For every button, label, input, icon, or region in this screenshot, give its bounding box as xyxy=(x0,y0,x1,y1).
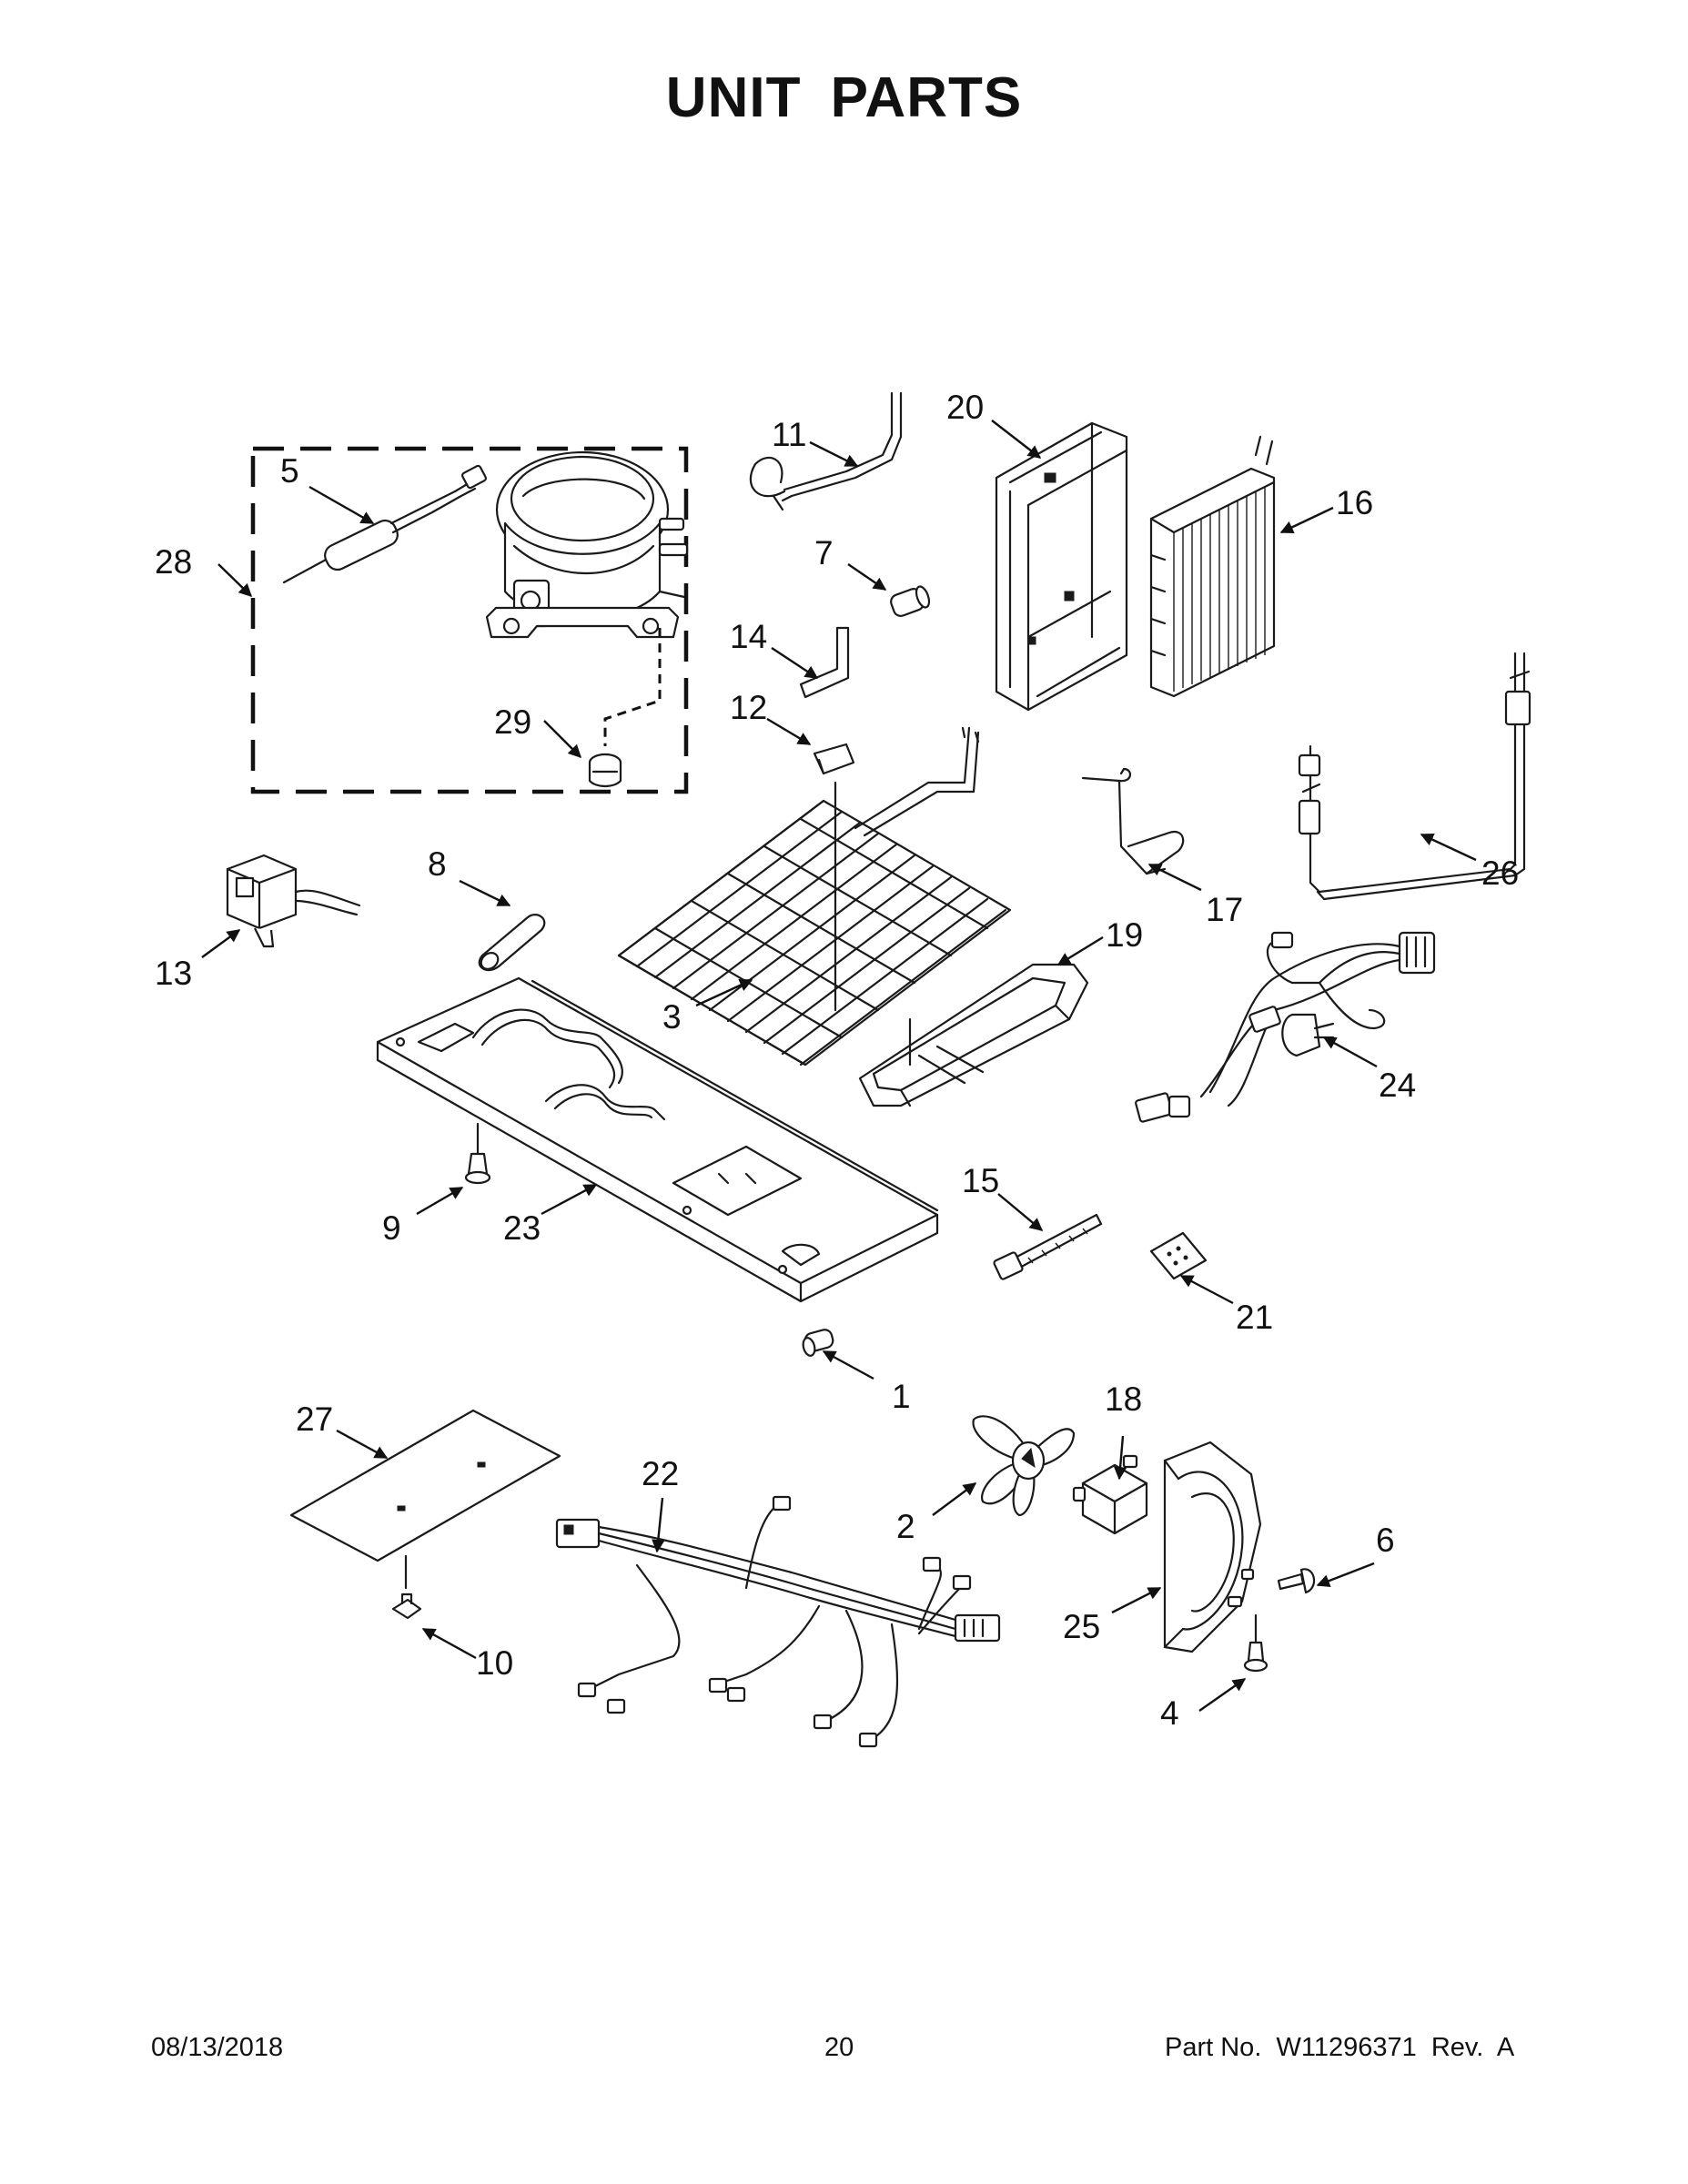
callout-26: 26 xyxy=(1481,854,1519,892)
callout-16: 16 xyxy=(1336,484,1373,521)
callout-24: 24 xyxy=(1379,1067,1416,1104)
part-4-screw xyxy=(1243,1613,1269,1673)
part-18-fan-motor xyxy=(1072,1454,1148,1535)
part-19-drain-pan xyxy=(858,963,1089,1107)
part-5-start-device xyxy=(282,464,487,584)
leader-lines xyxy=(201,420,1477,1712)
part-20-evaporator-cover xyxy=(995,421,1128,712)
callout-numbers: 5 28 29 11 7 14 12 20 16 8 13 3 19 17 26… xyxy=(155,389,1519,1732)
compressor-assembly-boundary xyxy=(250,446,689,794)
callout-21: 21 xyxy=(1236,1299,1273,1336)
part-22-wire-harness xyxy=(555,1495,1001,1748)
callout-13: 13 xyxy=(155,955,192,992)
part-17-bracket xyxy=(1081,767,1185,875)
callout-3: 3 xyxy=(662,998,682,1036)
footer-date: 08/13/2018 xyxy=(151,2033,284,2062)
part-24-power-cord xyxy=(1135,931,1436,1123)
callout-27: 27 xyxy=(296,1400,333,1438)
footer-page-number: 20 xyxy=(824,2033,854,2062)
part-29-grommet xyxy=(588,628,662,788)
footer-part-number: Part No. W11296371 Rev. A xyxy=(1165,2033,1515,2062)
callout-8: 8 xyxy=(428,845,447,883)
part-11-tube xyxy=(749,391,903,511)
part-6-screw xyxy=(1277,1568,1316,1594)
part-1-grommet xyxy=(802,1329,834,1357)
callout-10: 10 xyxy=(476,1644,513,1682)
part-10-fastener xyxy=(391,1554,422,1620)
callout-7: 7 xyxy=(814,534,834,571)
callout-9: 9 xyxy=(382,1209,401,1247)
callout-12: 12 xyxy=(730,689,767,726)
callout-28: 28 xyxy=(155,543,192,581)
callout-11: 11 xyxy=(772,416,806,453)
part-14-tube xyxy=(799,626,850,699)
part-27-insulation xyxy=(289,1409,561,1562)
callout-1: 1 xyxy=(892,1378,911,1415)
part-28-compressor xyxy=(485,450,689,639)
callout-22: 22 xyxy=(642,1455,679,1492)
part-21-pad xyxy=(1149,1231,1208,1280)
callout-23: 23 xyxy=(503,1209,541,1247)
callout-25: 25 xyxy=(1063,1608,1100,1645)
part-26-harness xyxy=(1298,652,1531,901)
part-8-tube xyxy=(478,914,546,972)
callout-4: 4 xyxy=(1160,1694,1179,1732)
callout-5: 5 xyxy=(280,452,299,490)
page-title: UNIT PARTS xyxy=(665,66,1023,129)
callout-6: 6 xyxy=(1376,1522,1395,1559)
part-15-cable-tie xyxy=(993,1213,1103,1280)
callout-20: 20 xyxy=(946,389,984,426)
part-2-fan-blade xyxy=(972,1415,1076,1517)
callout-14: 14 xyxy=(730,618,767,655)
part-25-fan-shroud xyxy=(1163,1441,1262,1653)
callout-18: 18 xyxy=(1105,1380,1142,1418)
callout-19: 19 xyxy=(1106,916,1143,954)
part-23-base-plate xyxy=(376,976,939,1303)
part-13-control xyxy=(226,854,361,948)
callout-2: 2 xyxy=(896,1508,915,1545)
part-9-screw xyxy=(464,1122,491,1185)
callout-29: 29 xyxy=(494,703,531,741)
callout-15: 15 xyxy=(962,1162,999,1199)
part-16-evaporator xyxy=(1149,435,1276,698)
part-12-clip xyxy=(813,743,855,775)
callout-17: 17 xyxy=(1206,891,1243,928)
part-7-fitting xyxy=(890,585,931,617)
